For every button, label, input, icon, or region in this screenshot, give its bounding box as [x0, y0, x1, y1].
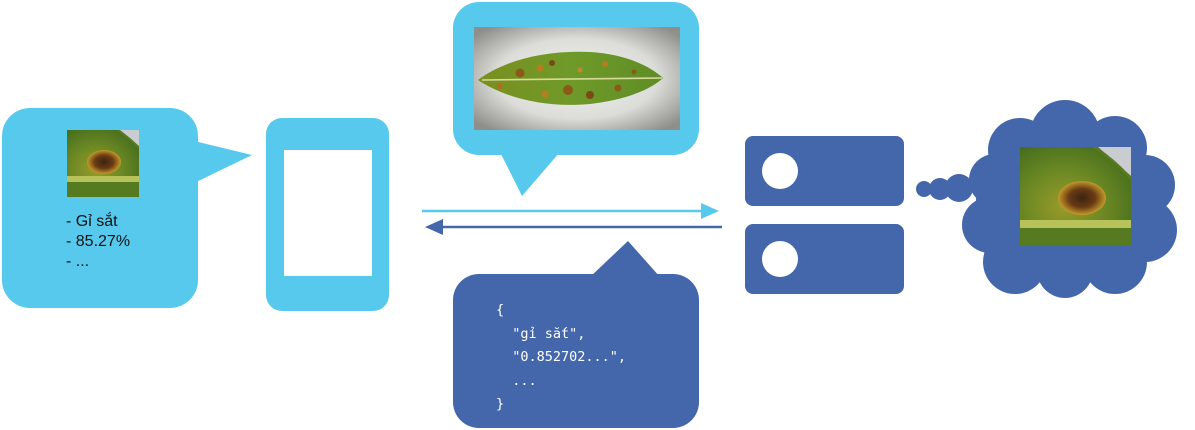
smartphone-icon — [266, 118, 389, 311]
leaf-closeup-thumbnail — [67, 130, 139, 197]
json-line: "gỉ sắt", — [496, 325, 586, 342]
leaf-photo — [474, 27, 680, 130]
result-bubble — [2, 108, 252, 308]
json-line: } — [496, 396, 505, 412]
result-line: - 85.27% — [66, 233, 131, 250]
json-line: { — [496, 302, 505, 318]
leaf-closeup-photo — [1020, 147, 1131, 246]
result-line: - ... — [66, 253, 90, 270]
request-arrow — [422, 203, 719, 219]
result-text: - Gỉ sắt - 85.27% - ... — [66, 212, 130, 272]
json-line: ... — [496, 372, 537, 389]
response-arrow — [425, 219, 722, 235]
json-response-text: { "gỉ sắt", "0.852702...", ... } — [496, 299, 626, 417]
server-icon — [745, 136, 904, 294]
json-response-bubble — [453, 241, 699, 428]
result-line: - Gỉ sắt — [66, 213, 118, 230]
json-line: "0.852702...", — [496, 349, 627, 365]
